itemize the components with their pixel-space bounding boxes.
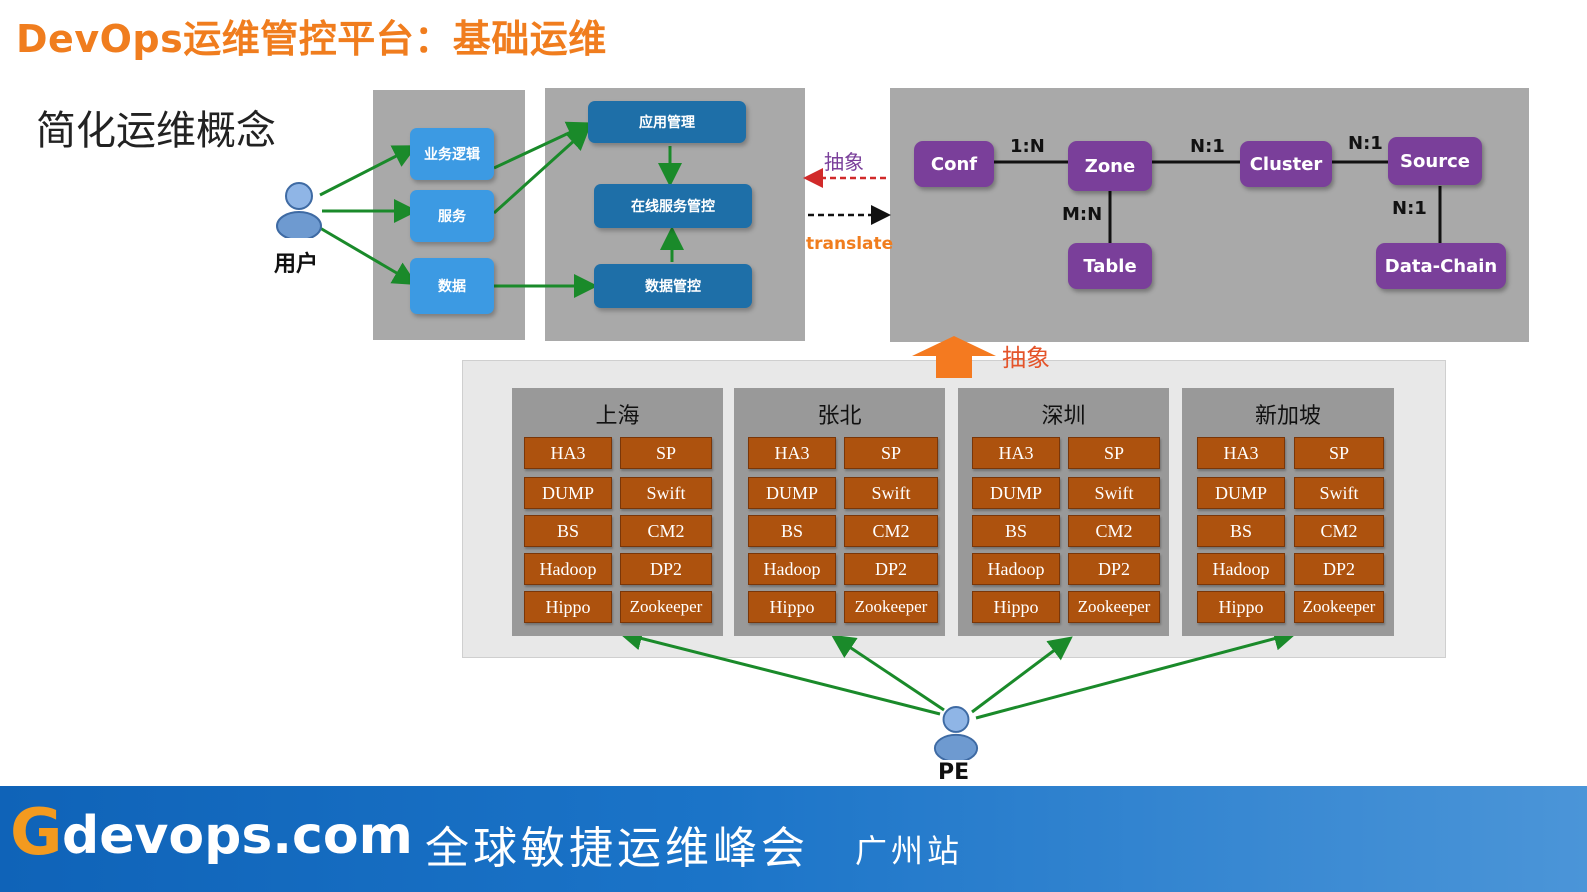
service-box[interactable]: DUMP xyxy=(524,477,612,509)
entity-panel xyxy=(890,88,1529,342)
service-box[interactable]: CM2 xyxy=(844,515,938,547)
arrow-business-app xyxy=(493,121,592,170)
service-box[interactable]: Hippo xyxy=(748,591,836,623)
entity-zone[interactable]: Zone xyxy=(1068,141,1152,191)
region-name: 张北 xyxy=(817,404,862,429)
service-box[interactable]: Zookeeper xyxy=(844,591,938,623)
service-box[interactable]: BS xyxy=(972,515,1060,547)
service-box[interactable]: HA3 xyxy=(748,437,836,469)
node-app-management[interactable]: 应用管理 xyxy=(588,101,746,143)
rel-label-zone-table: M:N xyxy=(1062,204,1103,225)
service-box[interactable]: HA3 xyxy=(524,437,612,469)
service-box[interactable]: SP xyxy=(844,437,938,469)
service-box[interactable]: HA3 xyxy=(972,437,1060,469)
rel-label-source-chain: N:1 xyxy=(1392,198,1427,219)
service-box[interactable]: DP2 xyxy=(1294,553,1384,585)
service-box[interactable]: DUMP xyxy=(1197,477,1285,509)
service-box[interactable]: SP xyxy=(620,437,712,469)
footer-logo-domain: devops.com xyxy=(62,806,413,866)
service-box[interactable]: DP2 xyxy=(620,553,712,585)
entity-conf[interactable]: Conf xyxy=(914,141,994,187)
service-box[interactable]: DUMP xyxy=(748,477,836,509)
page-title: DevOps运维管控平台：基础运维 xyxy=(16,17,607,61)
service-box[interactable]: Swift xyxy=(1294,477,1384,509)
rel-label-zone-cluster: N:1 xyxy=(1190,136,1225,157)
service-box[interactable]: CM2 xyxy=(1068,515,1160,547)
pe-user-icon xyxy=(933,706,979,760)
service-box[interactable]: Zookeeper xyxy=(620,591,712,623)
entity-cluster[interactable]: Cluster xyxy=(1240,141,1332,187)
node-data-control[interactable]: 数据管控 xyxy=(594,264,752,308)
service-box[interactable]: Zookeeper xyxy=(1068,591,1160,623)
user-label: 用户 xyxy=(274,252,319,277)
pe-label: PE xyxy=(938,760,970,785)
service-box[interactable]: SP xyxy=(1068,437,1160,469)
service-box[interactable]: BS xyxy=(524,515,612,547)
service-box[interactable]: Zookeeper xyxy=(1294,591,1384,623)
service-box[interactable]: SP xyxy=(1294,437,1384,469)
service-box[interactable]: Swift xyxy=(844,477,938,509)
footer-logo-g: G xyxy=(10,796,63,870)
entity-data-chain[interactable]: Data-Chain xyxy=(1376,243,1506,289)
service-box[interactable]: Hippo xyxy=(524,591,612,623)
service-box[interactable]: CM2 xyxy=(1294,515,1384,547)
node-online-service-control[interactable]: 在线服务管控 xyxy=(594,184,752,228)
service-box[interactable]: BS xyxy=(1197,515,1285,547)
service-box[interactable]: DP2 xyxy=(844,553,938,585)
service-box[interactable]: DP2 xyxy=(1068,553,1160,585)
footer-banner xyxy=(0,786,1587,892)
service-box[interactable]: Hadoop xyxy=(524,553,612,585)
entity-table[interactable]: Table xyxy=(1068,243,1152,289)
node-data[interactable]: 数据 xyxy=(410,258,494,314)
arrow-pe-zhangbei xyxy=(831,634,945,712)
service-box[interactable]: Hadoop xyxy=(748,553,836,585)
service-box[interactable]: Hadoop xyxy=(972,553,1060,585)
region-name: 上海 xyxy=(595,404,640,429)
service-box[interactable]: Hadoop xyxy=(1197,553,1285,585)
region-name: 新加坡 xyxy=(1254,404,1321,429)
entity-source[interactable]: Source xyxy=(1388,137,1482,185)
footer-city: 广州站 xyxy=(855,832,964,870)
user-icon xyxy=(276,182,322,238)
rel-label-conf-zone: 1:N xyxy=(1010,136,1045,157)
node-service[interactable]: 服务 xyxy=(410,190,494,242)
node-business-logic[interactable]: 业务逻辑 xyxy=(410,128,494,180)
service-box[interactable]: BS xyxy=(748,515,836,547)
abstract-label: 抽象 xyxy=(824,150,864,174)
arrow-pe-singapore xyxy=(975,627,1298,720)
arrow-service-app xyxy=(492,125,591,215)
arrow-pe-shenzhen xyxy=(971,636,1073,714)
service-box[interactable]: Hippo xyxy=(972,591,1060,623)
rel-label-cluster-source: N:1 xyxy=(1348,133,1383,154)
translate-label: translate xyxy=(806,234,894,254)
footer-event-name: 全球敏捷运维峰会 xyxy=(425,823,809,874)
service-box[interactable]: Swift xyxy=(1068,477,1160,509)
arrow-user-data xyxy=(319,226,418,286)
abstract-up-arrow xyxy=(912,336,996,378)
abstract-up-label: 抽象 xyxy=(1002,344,1050,372)
arrow-pe-shanghai xyxy=(618,626,941,716)
arrow-user-business xyxy=(319,145,418,197)
region-name: 深圳 xyxy=(1041,404,1086,429)
service-box[interactable]: CM2 xyxy=(620,515,712,547)
service-box[interactable]: Swift xyxy=(620,477,712,509)
service-box[interactable]: HA3 xyxy=(1197,437,1285,469)
section-subtitle: 简化运维概念 xyxy=(36,108,276,154)
service-box[interactable]: Hippo xyxy=(1197,591,1285,623)
service-box[interactable]: DUMP xyxy=(972,477,1060,509)
